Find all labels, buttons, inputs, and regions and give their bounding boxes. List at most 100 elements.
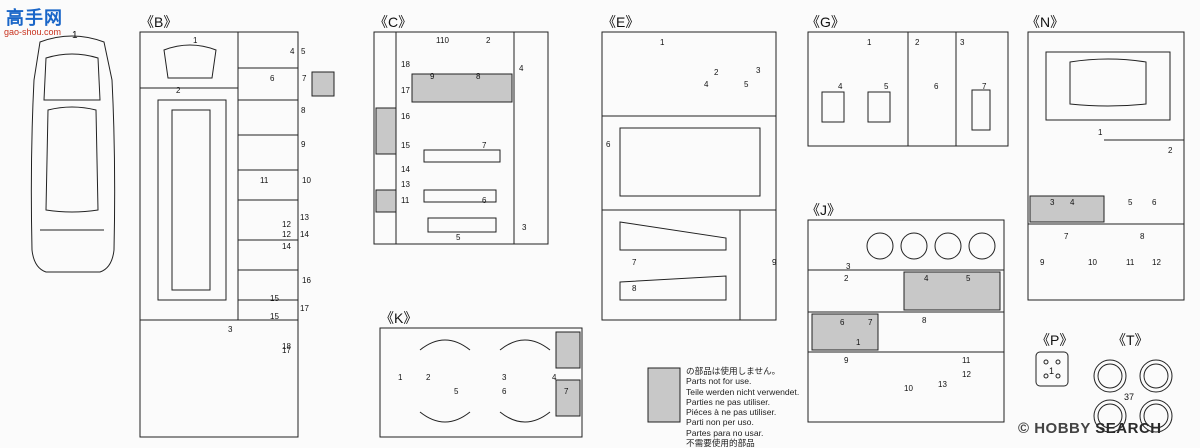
car-callout: 1 — [72, 30, 78, 41]
part-number-n: 4 — [1070, 198, 1075, 207]
frame-j — [807, 219, 1005, 423]
part-number-n: 8 — [1140, 232, 1145, 241]
part-number-c: 14 — [401, 165, 410, 174]
watermark-word: SEARCH — [1095, 420, 1162, 437]
part-number-j: 2 — [844, 274, 849, 283]
part-number-b: 14 — [300, 230, 309, 239]
part-number-j: 5 — [966, 274, 971, 283]
part-number-j: 6 — [840, 318, 845, 327]
part-number-e: 2 — [714, 68, 719, 77]
part-number-e: 3 — [756, 66, 761, 75]
car-top-view — [30, 35, 116, 273]
frame-p-label: 《P》 — [1036, 332, 1074, 348]
part-number-c: 7 — [482, 141, 487, 150]
watermark-brand: © HOBBY — [1018, 420, 1091, 437]
part-number-b: 12 — [282, 230, 291, 239]
part-number-c: 5 — [456, 233, 461, 242]
frame-e — [601, 31, 777, 321]
part-number-e: 8 — [632, 284, 637, 293]
frame-p-part-number: 1 — [1049, 366, 1055, 376]
frame-t — [1093, 359, 1173, 433]
part-number-c: 8 — [476, 72, 481, 81]
part-number-k: 6 — [502, 387, 507, 396]
part-number-b: 14 — [282, 242, 291, 251]
part-number-j: 9 — [844, 356, 849, 365]
part-number-g: 6 — [934, 82, 939, 91]
part-number-b: 17 — [282, 346, 291, 355]
part-number-b: 6 — [270, 74, 275, 83]
part-number-n: 2 — [1168, 146, 1173, 155]
part-number-b: 9 — [301, 140, 306, 149]
part-number-b: 8 — [301, 106, 306, 115]
part-number-e: 7 — [632, 258, 637, 267]
part-number-b: 1 — [193, 36, 198, 45]
part-number-g: 3 — [960, 38, 965, 47]
part-number-g: 7 — [982, 82, 987, 91]
part-number-c: 18 — [401, 60, 410, 69]
part-number-c: 6 — [482, 196, 487, 205]
part-number-c: 9 — [430, 72, 435, 81]
frame-e-label: 《E》 — [602, 14, 640, 30]
part-number-n: 5 — [1128, 198, 1133, 207]
part-number-b: 15 — [270, 312, 279, 321]
site-logo-sub: gao-shou.com — [4, 27, 62, 37]
part-number-e: 9 — [772, 258, 777, 267]
hobby-search-watermark: © HOBBY SEARCH — [1018, 420, 1162, 437]
part-number-e: 4 — [704, 80, 709, 89]
part-number-b: 13 — [300, 213, 309, 222]
part-number-j: 3 — [846, 262, 851, 271]
part-number-j: 4 — [924, 274, 929, 283]
part-number-g: 4 — [838, 82, 843, 91]
notice-line: Partes para no usar. — [686, 427, 764, 438]
frame-c-label: 《C》 — [374, 14, 413, 30]
part-number-g: 1 — [867, 38, 872, 47]
part-number-b: 15 — [270, 294, 279, 303]
part-number-b: 11 — [260, 176, 269, 185]
notice-line: Parti non per uso. — [686, 417, 754, 428]
frame-t-part-number: 37 — [1124, 392, 1135, 402]
frame-b-label: 《B》 — [140, 14, 178, 30]
notice-line: の部品は使用しません。 — [686, 366, 781, 376]
notice-line: Parties ne pas utiliser. — [686, 396, 771, 407]
part-number-b: 7 — [302, 74, 307, 83]
frame-g — [807, 31, 1009, 147]
part-number-b: 18 — [282, 342, 291, 351]
part-number-j: 7 — [868, 318, 873, 327]
part-number-n: 10 — [1088, 258, 1097, 267]
frame-b — [139, 31, 335, 438]
notice-line: Piéces à ne pas utiliser. — [686, 407, 777, 418]
unused-parts-swatch — [647, 367, 681, 423]
part-number-k: 2 — [426, 373, 431, 382]
part-number-k: 1 — [398, 373, 403, 382]
frame-k — [379, 327, 583, 438]
part-number-b: 5 — [301, 47, 306, 56]
part-number-c: 16 — [401, 112, 410, 121]
unused-parts-notice: の部品は使用しません。 Parts not for use. Teile wer… — [686, 366, 799, 448]
part-number-j: 8 — [922, 316, 927, 325]
part-number-k: 4 — [552, 373, 557, 382]
part-number-j: 1 — [856, 338, 861, 347]
frame-c — [373, 31, 549, 245]
part-number-j: 13 — [938, 380, 947, 389]
frame-g-label: 《G》 — [806, 14, 845, 30]
frame-n — [1027, 31, 1185, 301]
part-number-b: 2 — [176, 86, 181, 95]
part-number-j: 12 — [962, 370, 971, 379]
frame-p — [1035, 351, 1069, 387]
part-number-n: 3 — [1050, 198, 1055, 207]
part-number-k: 7 — [564, 387, 569, 396]
frame-t-label: 《T》 — [1112, 332, 1149, 348]
part-number-e: 1 — [660, 38, 665, 47]
notice-line: 不需要使用的部品 — [686, 438, 755, 448]
part-number-b: 16 — [302, 276, 311, 285]
part-number-e: 5 — [744, 80, 749, 89]
part-number-b: 4 — [290, 47, 295, 56]
part-number-c: 17 — [401, 86, 410, 95]
part-number-c: 2 — [486, 36, 491, 45]
part-number-b: 12 — [282, 220, 291, 229]
part-number-c: 10 — [440, 36, 449, 45]
part-number-j: 10 — [904, 384, 913, 393]
part-number-k: 3 — [502, 373, 507, 382]
part-number-c: 13 — [401, 180, 410, 189]
